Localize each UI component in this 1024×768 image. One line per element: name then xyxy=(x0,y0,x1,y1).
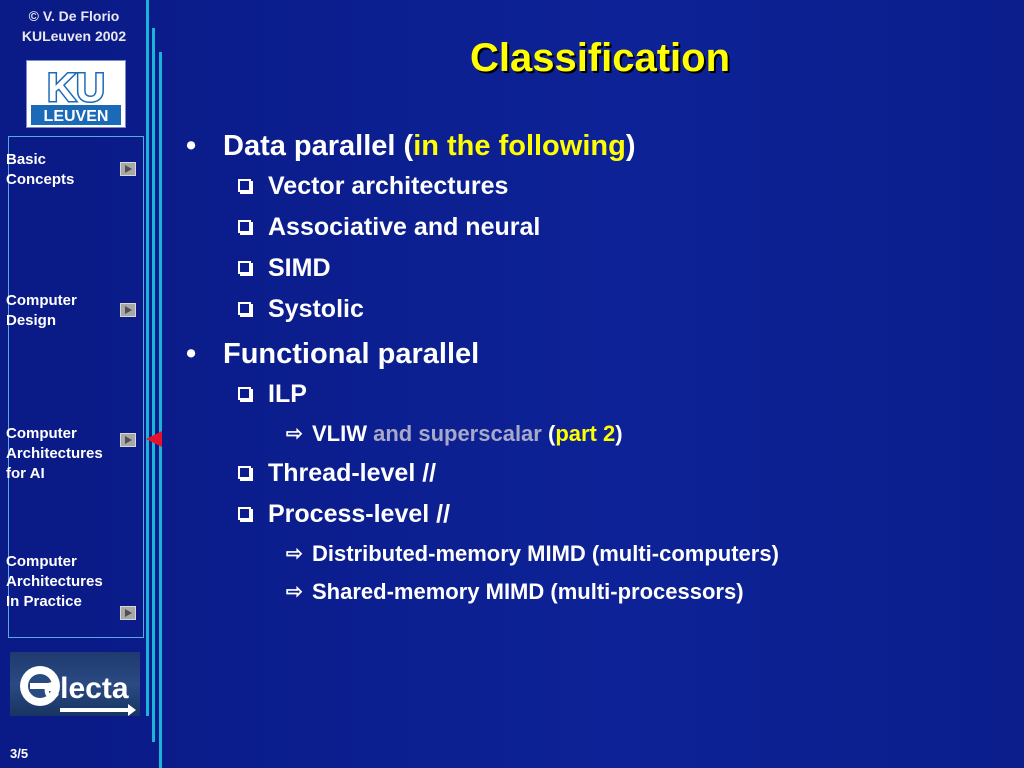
sub-bullet-label: Systolic xyxy=(268,295,364,323)
sub-sub-bullet-vliw: ⇨ VLIW and superscalar (part 2) xyxy=(186,415,1006,453)
nav-arrow-icon[interactable] xyxy=(120,606,136,620)
bullet-functional-parallel: • Functional parallel xyxy=(186,334,1006,374)
sub-bullet-ilp: ILP xyxy=(186,374,1006,415)
checkbox-bullet-icon xyxy=(238,220,251,233)
accent-line-1 xyxy=(146,0,149,716)
nav-item-computer-architectures-practice[interactable]: Computer Architectures In Practice xyxy=(6,552,138,620)
checkbox-bullet-icon xyxy=(238,507,251,520)
ku-logo-top-text: KU xyxy=(47,66,105,110)
nav-arrow-icon[interactable] xyxy=(120,433,136,447)
sub-bullet-label: ILP xyxy=(268,380,307,408)
nav-label: Computer Architectures In Practice xyxy=(6,553,103,610)
slide-content: • Data parallel (in the following) Vector… xyxy=(186,126,1006,611)
nav-item-computer-architectures-ai[interactable]: Computer Architectures for AI xyxy=(6,424,138,484)
sub-bullet-label: Thread-level // xyxy=(268,459,437,487)
sub-bullet-vector: Vector architectures xyxy=(186,166,1006,207)
checkbox-bullet-icon xyxy=(238,387,251,400)
sub-sub-bullet-distributed: ⇨ Distributed-memory MIMD (multi-computer… xyxy=(186,535,1006,573)
bullet-dot-icon: • xyxy=(186,130,197,162)
nav-label: Basic Concepts xyxy=(6,151,75,188)
sub-bullet-associative: Associative and neural xyxy=(186,207,1006,248)
functional-parallel-label: Functional parallel xyxy=(223,338,480,370)
vliw-superscalar: and superscalar xyxy=(373,421,542,446)
data-parallel-label: Data parallel ( xyxy=(223,130,414,162)
checkbox-bullet-icon xyxy=(238,466,251,479)
sub-bullet-simd: SIMD xyxy=(186,248,1006,289)
vliw-prefix: VLIW xyxy=(312,421,374,446)
data-parallel-close: ) xyxy=(625,130,636,162)
nav-item-computer-design[interactable]: Computer Design xyxy=(6,291,138,331)
sub-bullet-label: Associative and neural xyxy=(268,213,541,241)
sub-sub-bullet-label: Distributed-memory MIMD (multi-computers… xyxy=(312,541,779,566)
checkbox-bullet-icon xyxy=(238,261,251,274)
accent-line-3 xyxy=(159,52,162,768)
ku-logo-bottom-text: LEUVEN xyxy=(44,108,109,125)
vliw-part-link[interactable]: part 2 xyxy=(555,421,616,446)
bullet-dot-icon: • xyxy=(186,338,197,370)
copyright-notice: © V. De Florio KULeuven 2002 xyxy=(6,6,142,46)
bullet-data-parallel: • Data parallel (in the following) xyxy=(186,126,1006,166)
sub-bullet-thread-level: Thread-level // xyxy=(186,453,1006,494)
electa-logo-text: electa xyxy=(43,672,128,705)
accent-line-2 xyxy=(152,28,155,742)
sub-sub-bullet-shared: ⇨ Shared-memory MIMD (multi-processors) xyxy=(186,573,1006,611)
arrow-bullet-icon: ⇨ xyxy=(286,581,303,603)
copyright-line-2: KULeuven 2002 xyxy=(21,28,127,44)
nav-label: Computer Design xyxy=(6,292,77,329)
slide-title: Classification xyxy=(469,36,731,80)
checkbox-bullet-icon xyxy=(238,179,251,192)
section-nav-panel xyxy=(8,136,144,638)
electa-logo: electa xyxy=(10,652,140,716)
current-section-marker-icon xyxy=(146,431,162,447)
arrow-bullet-icon: ⇨ xyxy=(286,423,303,445)
arrow-bullet-icon: ⇨ xyxy=(286,543,303,565)
data-parallel-highlight: in the following xyxy=(413,130,626,162)
nav-arrow-icon[interactable] xyxy=(120,162,136,176)
sub-bullet-label: Vector architectures xyxy=(268,172,509,200)
nav-arrow-icon[interactable] xyxy=(120,303,136,317)
sub-bullet-label: Process-level // xyxy=(268,500,451,528)
checkbox-bullet-icon xyxy=(238,302,251,315)
ku-leuven-logo: KU LEUVEN xyxy=(26,60,126,128)
page-number: 3/5 xyxy=(10,746,29,761)
sub-bullet-systolic: Systolic xyxy=(186,289,1006,330)
sub-bullet-label: SIMD xyxy=(268,254,331,282)
sub-sub-bullet-label: Shared-memory MIMD (multi-processors) xyxy=(312,579,744,604)
nav-item-basic-concepts[interactable]: Basic Concepts xyxy=(6,150,138,190)
vliw-close: ) xyxy=(615,421,623,446)
sub-bullet-process-level: Process-level // xyxy=(186,494,1006,535)
copyright-line-1: © V. De Florio xyxy=(28,8,120,24)
nav-label: Computer Architectures for AI xyxy=(6,425,103,482)
vliw-open: ( xyxy=(541,421,556,446)
